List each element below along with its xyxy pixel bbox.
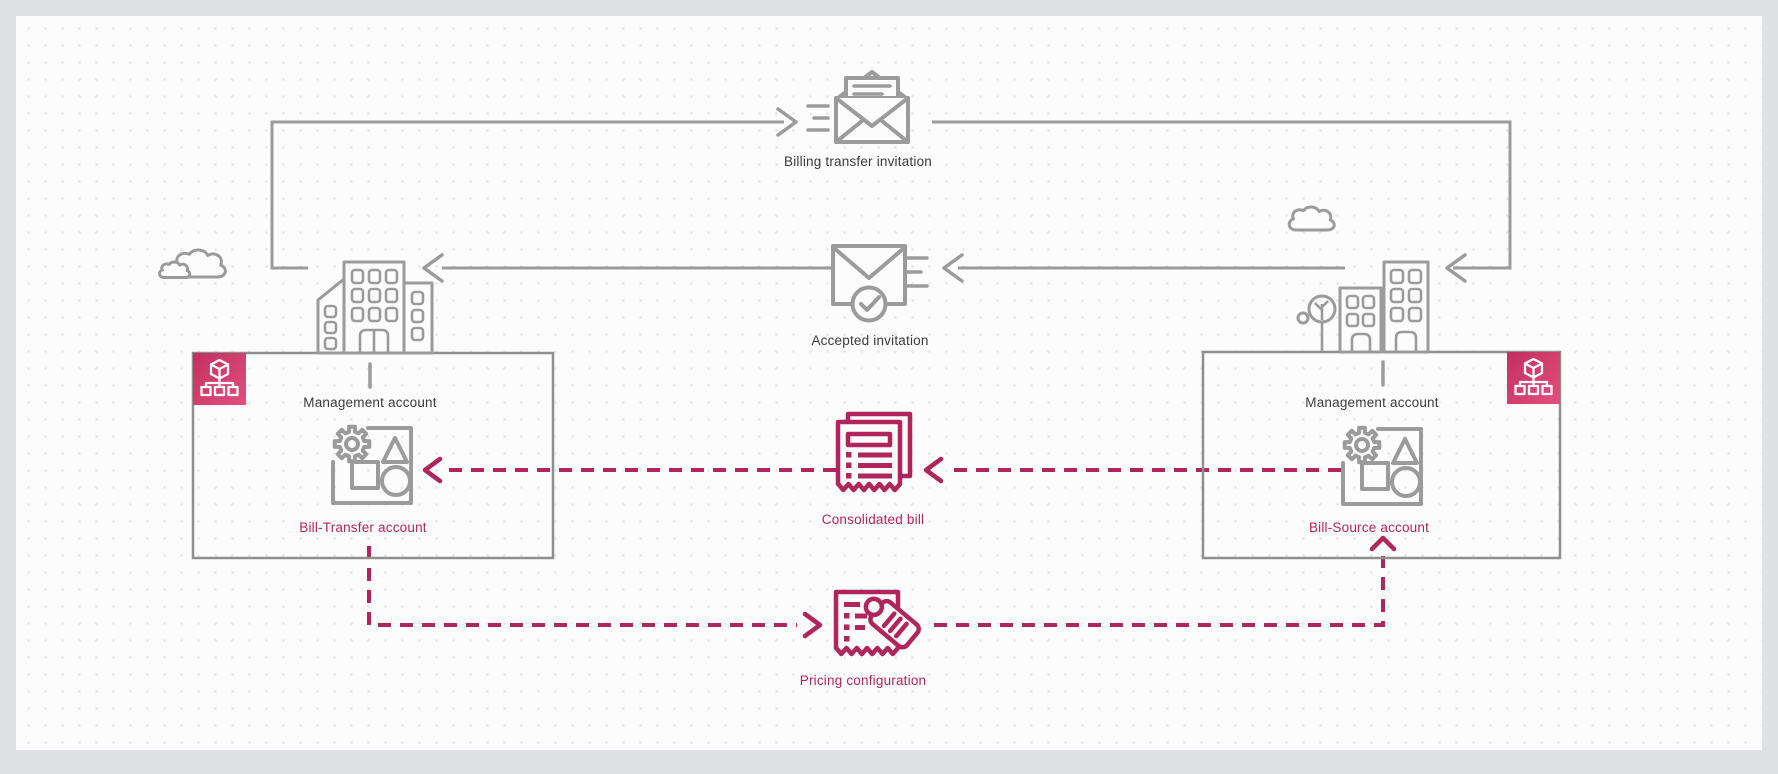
billing-invitation-flow [270, 107, 1512, 283]
arrow-left-icon [422, 253, 444, 283]
management-account-label-left: Management account [303, 395, 437, 410]
arrow-left-icon [1445, 253, 1467, 283]
receipt-price-tag-icon [833, 589, 921, 657]
arrow-right-icon [776, 107, 798, 137]
arrow-left-icon [942, 253, 964, 283]
consolidated-bill-label: Consolidated bill [821, 512, 925, 527]
billing-transfer-invitation-label: Billing transfer invitation [784, 154, 932, 169]
aws-account-icon [1341, 425, 1423, 506]
accepted-invitation-flow [422, 253, 1345, 283]
arrow-right-icon [802, 611, 823, 639]
open-envelope-send-icon [806, 70, 910, 144]
cloud-icon [1289, 207, 1334, 230]
tree-icon [1296, 294, 1337, 352]
aws-account-icon [331, 424, 413, 505]
cloud-icon [159, 250, 225, 278]
pricing-configuration-flow [367, 535, 1397, 639]
aws-organizations-icon [1507, 352, 1560, 404]
office-building-icon [1296, 260, 1430, 354]
arrow-left-icon [422, 456, 443, 484]
consolidated-bill-receipt-icon [835, 411, 913, 493]
aws-organizations-icon [193, 353, 246, 405]
bill-source-account-label: Bill-Source account [1308, 520, 1430, 535]
consolidated-bill-flow [422, 456, 1341, 484]
bill-transfer-account-label: Bill-Transfer account [299, 520, 427, 535]
pricing-configuration-label: Pricing configuration [799, 673, 927, 688]
accepted-invitation-label: Accepted invitation [811, 333, 929, 348]
arrow-up-icon [1369, 535, 1397, 552]
envelope-check-icon [831, 244, 929, 323]
management-account-label-right: Management account [1305, 395, 1439, 410]
arrow-left-icon [923, 456, 944, 484]
office-building-icon [316, 260, 434, 355]
